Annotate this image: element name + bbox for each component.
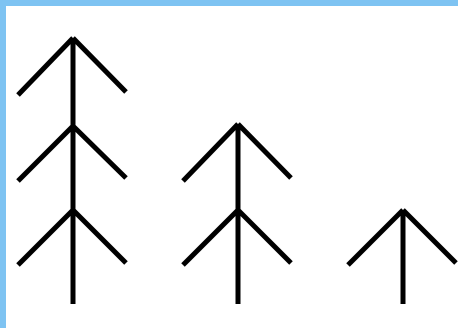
tree-2-branch-right-1 <box>238 124 291 178</box>
tree-1-branch-left-1 <box>18 38 73 95</box>
tree-2-branch-left-1 <box>183 124 238 181</box>
tree-3-levels <box>18 38 126 304</box>
tree-2-levels <box>183 124 291 304</box>
tree-1-branch-left-3 <box>18 210 73 265</box>
tree-2-branch-right-2 <box>238 210 291 263</box>
tree-1-branch-left-2 <box>18 126 73 181</box>
tree-diagram <box>6 6 458 328</box>
tree-1-branch-right-3 <box>73 210 126 263</box>
tree-3-branch-right-1 <box>403 210 456 263</box>
tree-1-level <box>348 210 456 304</box>
tree-1-branch-right-2 <box>73 126 126 178</box>
tree-1-branch-right-1 <box>73 38 126 92</box>
tree-2-branch-left-2 <box>183 210 238 265</box>
tree-3-branch-left-1 <box>348 210 403 265</box>
